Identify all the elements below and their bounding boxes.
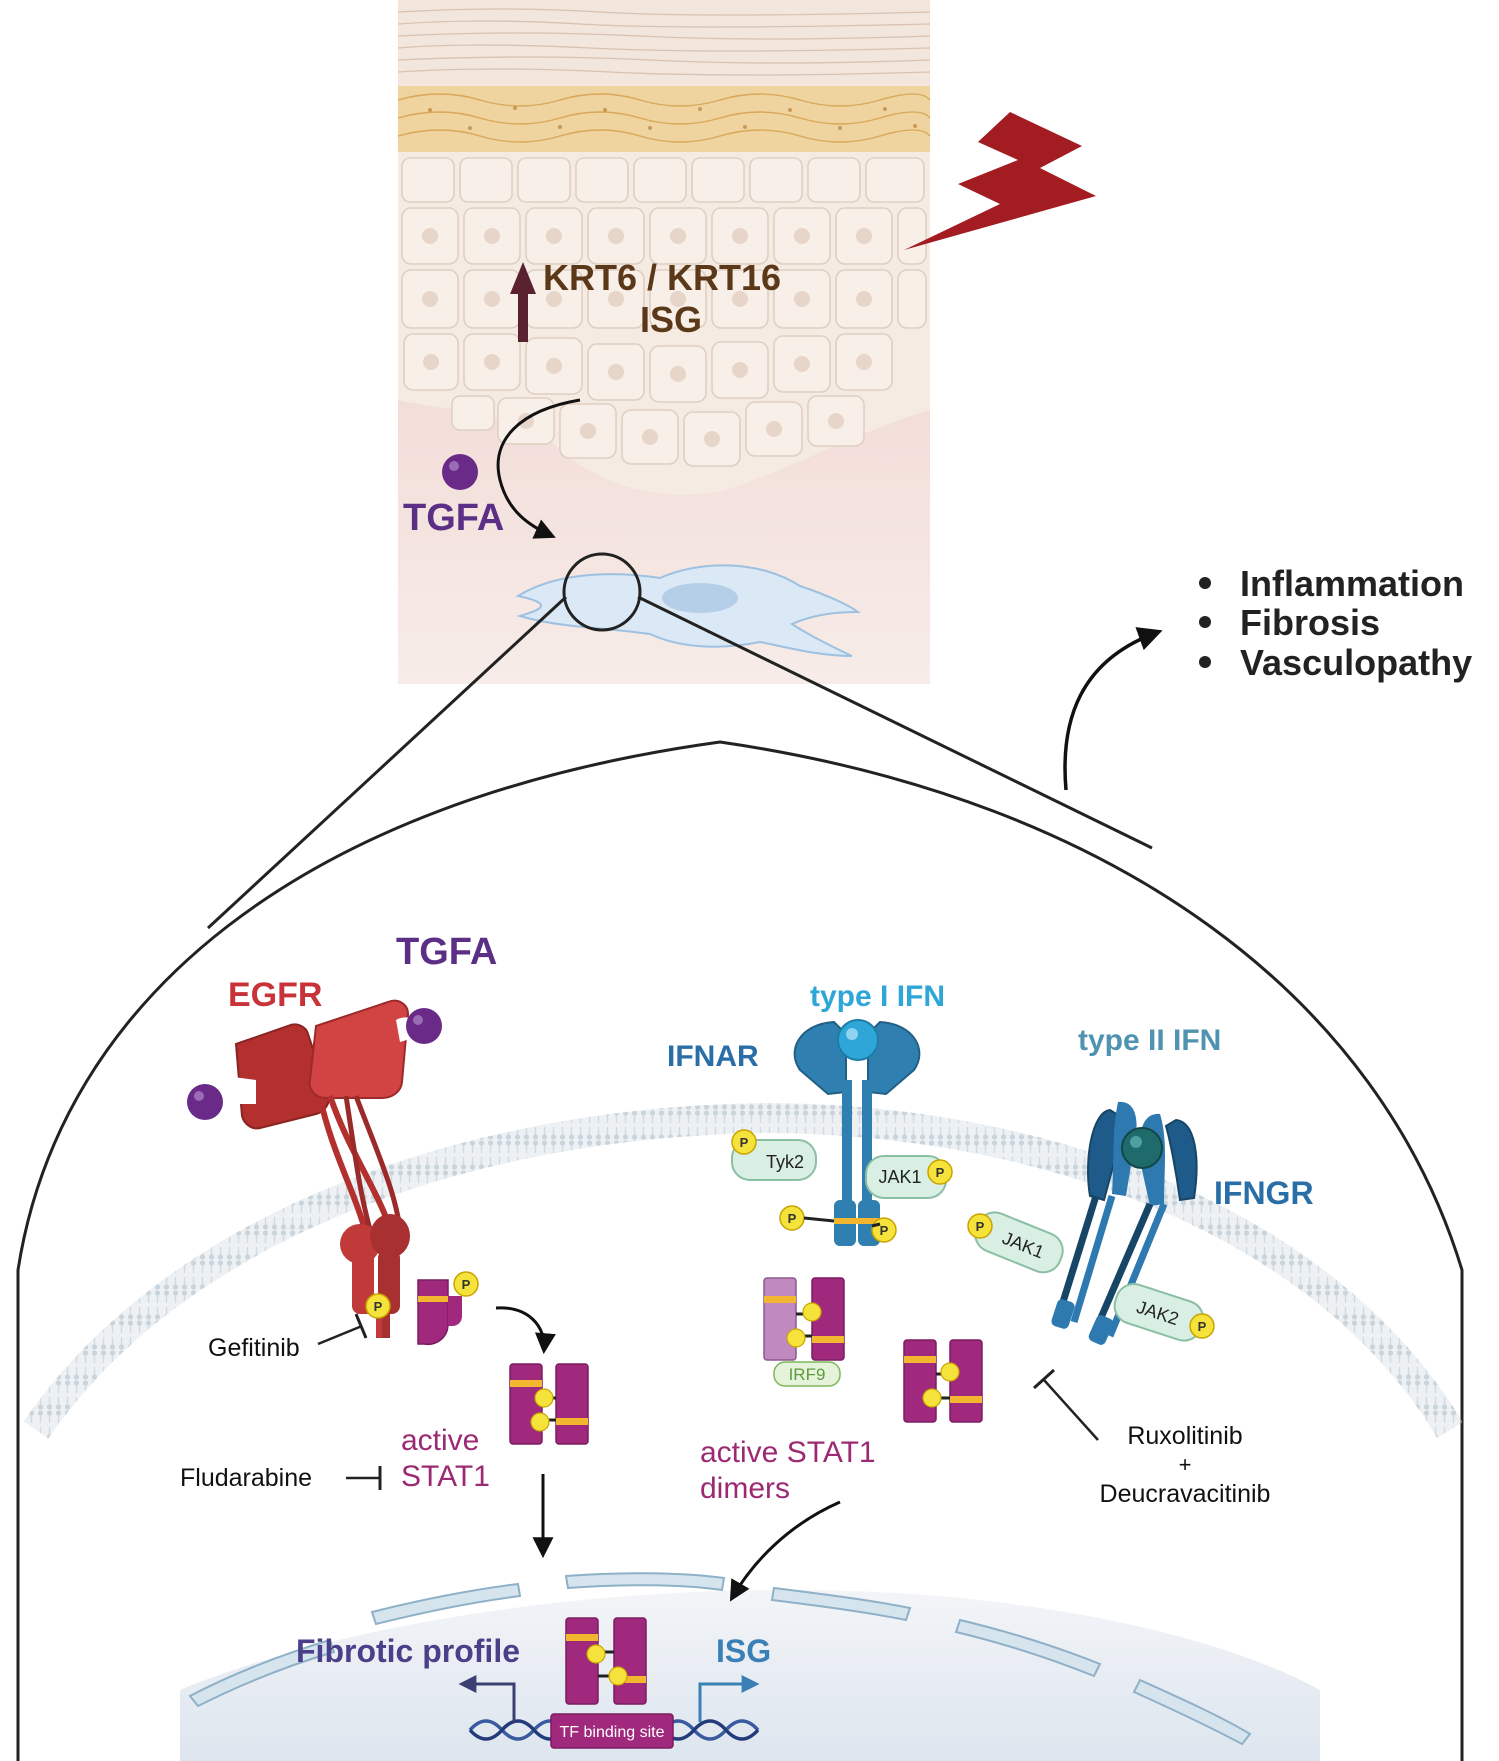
krt-marker-label: KRT6 / KRT16 bbox=[543, 257, 781, 298]
secretion-arrow bbox=[496, 398, 581, 539]
cell-zoom bbox=[16, 740, 1464, 1761]
phospho-label: P bbox=[880, 1223, 889, 1238]
outcome-item: Inflammation bbox=[1240, 563, 1464, 604]
stat1-dimer bbox=[509, 1363, 589, 1445]
isg-marker-label: ISG bbox=[640, 299, 702, 340]
drug-gefitinib: Gefitinib bbox=[208, 1334, 300, 1362]
drug-fludarabine: Fludarabine bbox=[180, 1464, 312, 1492]
ifnar-label: IFNAR bbox=[667, 1040, 759, 1073]
active-stat1-label: active bbox=[401, 1424, 479, 1457]
stat1-monomer bbox=[417, 1279, 462, 1346]
tf-binding-site-label: TF binding site bbox=[560, 1724, 665, 1741]
irf9-label: IRF9 bbox=[789, 1365, 826, 1384]
type1-ifn-label: type I IFN bbox=[810, 980, 945, 1013]
zoom-line-left bbox=[206, 595, 568, 930]
cell-membrane bbox=[23, 1102, 1462, 1439]
active-dimers-label: active STAT1 bbox=[700, 1436, 876, 1469]
type2-ifn-icon bbox=[1121, 1127, 1163, 1169]
nuclear-translocation-arrow bbox=[729, 1500, 841, 1602]
ifngr-label: IFNGR bbox=[1214, 1175, 1314, 1211]
drug-ruxolitinib: Ruxolitinib bbox=[1127, 1422, 1242, 1450]
phospho-icon bbox=[927, 1159, 953, 1185]
fibrotic-profile-label: Fibrotic profile bbox=[296, 1633, 520, 1669]
inhibition-bar-icon bbox=[317, 1313, 368, 1346]
phospho-label: P bbox=[976, 1219, 985, 1234]
activation-arrow bbox=[495, 1306, 556, 1355]
stat1-dimer bbox=[565, 1617, 647, 1705]
lightning-icon bbox=[904, 112, 1096, 250]
up-arrow-icon bbox=[510, 262, 536, 342]
type2-ifn-label: type II IFN bbox=[1078, 1024, 1221, 1057]
phospho-icon bbox=[1189, 1313, 1215, 1339]
irf9-badge bbox=[773, 1361, 841, 1387]
isgf3-complex bbox=[763, 1277, 845, 1361]
phospho-label: P bbox=[740, 1135, 749, 1150]
outcome-item: Fibrosis bbox=[1240, 602, 1380, 643]
active-stat1-label: STAT1 bbox=[401, 1460, 490, 1493]
jak1-label: JAK1 bbox=[878, 1167, 921, 1187]
skin-panel: TGFA KRT6 / KRT16 ISG bbox=[397, 0, 931, 684]
egfr-label: EGFR bbox=[228, 976, 322, 1014]
phospho-icon bbox=[731, 1129, 757, 1155]
phospho-icon bbox=[967, 1213, 993, 1239]
tf-binding-site bbox=[550, 1713, 674, 1749]
active-dimers-label: dimers bbox=[700, 1472, 790, 1505]
transcription-arrow-left bbox=[458, 1675, 516, 1722]
egfr-receptor bbox=[187, 999, 442, 1338]
ifnar-receptor bbox=[793, 1020, 921, 1246]
inhibition-bar-icon bbox=[1032, 1368, 1099, 1441]
phospho-label: P bbox=[788, 1211, 797, 1226]
outcome-item: Vasculopathy bbox=[1240, 642, 1472, 683]
type1-ifn-icon bbox=[837, 1019, 879, 1061]
tgfa-skin-label: TGFA bbox=[403, 497, 504, 539]
phospho-label: P bbox=[1198, 1319, 1207, 1334]
zoom-line-right bbox=[637, 595, 1153, 850]
phospho-icon bbox=[365, 1293, 391, 1319]
drug-plus: + bbox=[1179, 1452, 1192, 1477]
inhibition-bar-icon bbox=[346, 1466, 382, 1490]
phospho-label: P bbox=[936, 1165, 945, 1180]
nuclear-envelope bbox=[188, 1572, 1252, 1746]
phospho-label: P bbox=[462, 1277, 471, 1292]
isg-gene-label: ISG bbox=[716, 1633, 771, 1669]
outcome-arrow bbox=[1063, 627, 1163, 791]
phospho-icon bbox=[453, 1271, 479, 1297]
fibroblast bbox=[515, 564, 862, 657]
transcription-arrow-right bbox=[698, 1675, 760, 1722]
zoom-circle bbox=[562, 552, 642, 632]
stat1-dimer bbox=[903, 1339, 983, 1423]
drug-deucravacitinib: Deucravacitinib bbox=[1100, 1480, 1271, 1508]
stratum-corneum bbox=[398, 0, 930, 86]
tyk2-label: Tyk2 bbox=[766, 1152, 804, 1172]
outcome-list: Inflammation Fibrosis Vasculopathy bbox=[1199, 563, 1472, 683]
tgfa-ligand-icon bbox=[442, 454, 478, 490]
phospho-label: P bbox=[374, 1299, 383, 1314]
tgfa-cell-label: TGFA bbox=[396, 931, 497, 973]
